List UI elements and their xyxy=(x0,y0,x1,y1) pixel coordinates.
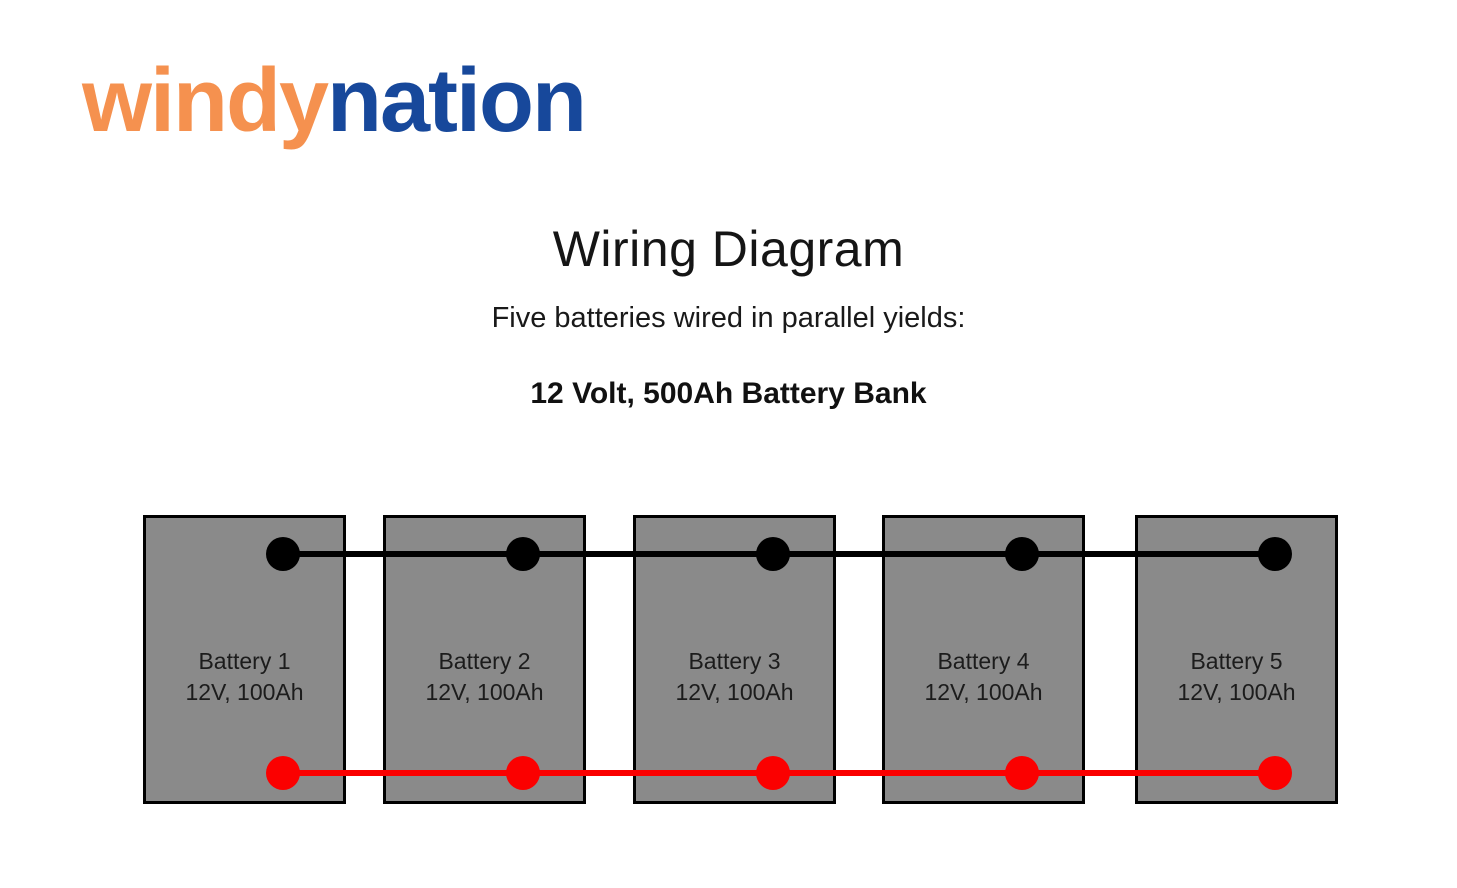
battery-label: Battery 3 12V, 100Ah xyxy=(636,646,833,708)
battery-spec: 12V, 100Ah xyxy=(675,679,794,705)
battery-label: Battery 1 12V, 100Ah xyxy=(146,646,343,708)
result-line: 12 Volt, 500Ah Battery Bank xyxy=(530,377,927,410)
black-bus-wire xyxy=(283,551,1275,557)
logo-nation-text: nation xyxy=(327,51,587,151)
battery-box-3: Battery 3 12V, 100Ah xyxy=(633,515,836,804)
battery-name: Battery 4 xyxy=(937,648,1030,674)
battery-name: Battery 5 xyxy=(1190,648,1283,674)
page-title: Wiring Diagram xyxy=(552,221,905,277)
battery-label: Battery 2 12V, 100Ah xyxy=(386,646,583,708)
red-bus-wire xyxy=(283,770,1278,776)
battery-name: Battery 2 xyxy=(438,648,531,674)
battery-spec: 12V, 100Ah xyxy=(924,679,1043,705)
battery-label: Battery 5 12V, 100Ah xyxy=(1138,646,1335,708)
battery-box-2: Battery 2 12V, 100Ah xyxy=(383,515,586,804)
logo-windy-text: windy xyxy=(82,51,329,151)
battery-name: Battery 1 xyxy=(198,648,291,674)
battery-box-1: Battery 1 12V, 100Ah xyxy=(143,515,346,804)
battery-spec: 12V, 100Ah xyxy=(1177,679,1296,705)
subtitle: Five batteries wired in parallel yields: xyxy=(491,302,966,334)
battery-box-5: Battery 5 12V, 100Ah xyxy=(1135,515,1338,804)
battery-box-4: Battery 4 12V, 100Ah xyxy=(882,515,1085,804)
battery-name: Battery 3 xyxy=(688,648,781,674)
windynation-logo: windynation xyxy=(82,56,587,146)
battery-spec: 12V, 100Ah xyxy=(185,679,304,705)
battery-spec: 12V, 100Ah xyxy=(425,679,544,705)
battery-label: Battery 4 12V, 100Ah xyxy=(885,646,1082,708)
